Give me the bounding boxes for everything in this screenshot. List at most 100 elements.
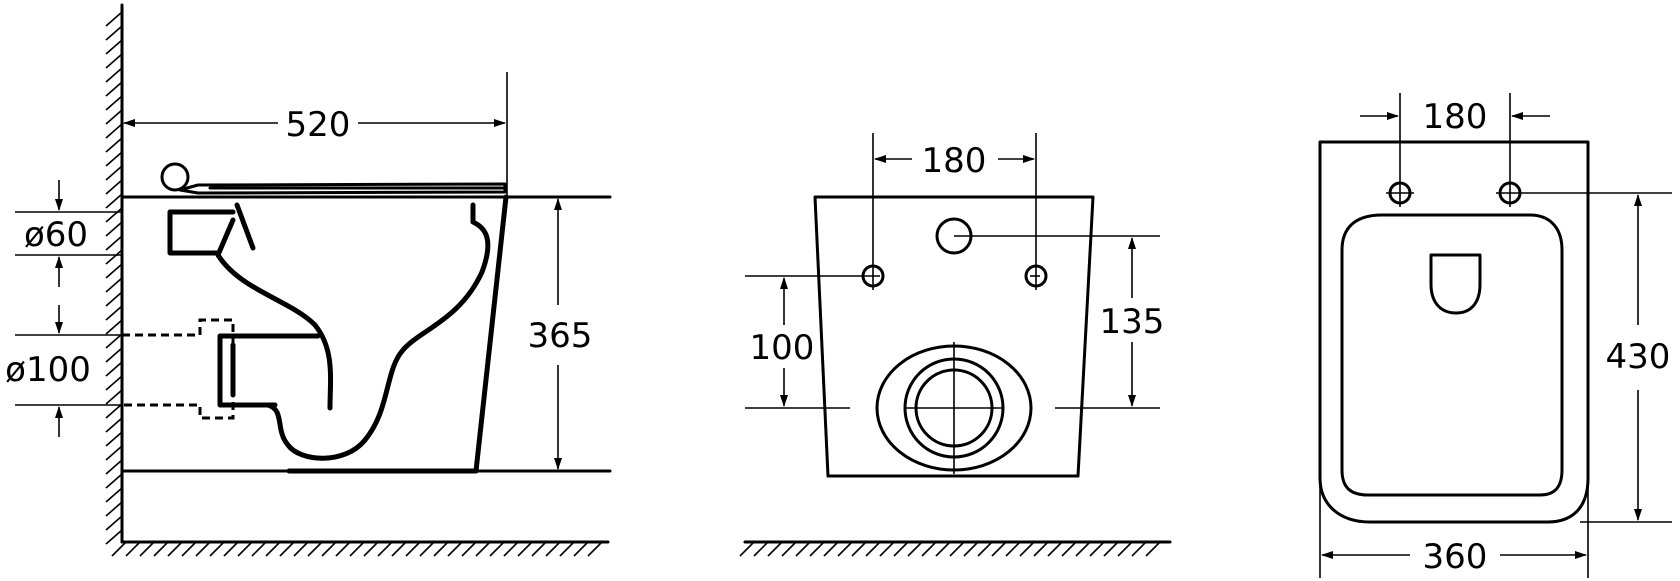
hatch-line [105,165,123,181]
hatch-line [105,249,123,265]
top-hole-spacing-label: 180 [1423,97,1488,137]
top-view: 180 430 360 [1318,93,1672,578]
hatch-line [105,277,123,293]
hatch-line [251,541,267,557]
hatch-line [105,529,123,545]
hatch-line [105,417,123,433]
inlet-connector [167,209,236,256]
hatch-line [105,445,123,461]
hatch-line [977,541,993,557]
hatch-line [105,473,123,489]
hatch-line [893,541,909,557]
side-view: 520 365 ø60 ø100 [5,3,612,557]
hatch-line [105,151,123,167]
bowl-rim [234,202,256,251]
hatch-line [237,541,253,557]
hatch-line [105,263,123,279]
hatch-line [105,291,123,307]
rear-body [813,195,1095,478]
hatch-line [105,53,123,69]
hatch-line [139,541,155,557]
hatch-line [105,487,123,503]
hatch-line [195,541,211,557]
hatch-line [105,137,123,153]
hatch-line [265,541,281,557]
hatch-line [153,541,169,557]
bowl-inner [215,202,491,461]
hatch-line [105,235,123,251]
side-outlet-label: ø100 [5,350,91,390]
hatch-line [935,541,951,557]
hatch-line [105,81,123,97]
hatch-line [851,541,867,557]
floor-hatching-rear [739,541,1161,557]
hatch-line [105,515,123,531]
hatch-line [767,541,783,557]
hatch-line [167,541,183,557]
hatch-line [209,541,225,557]
hatch-line [223,541,239,557]
hatch-line [105,193,123,209]
hatch-line [991,541,1007,557]
hatch-line [105,207,123,223]
top-hole-left [1386,93,1414,207]
hatch-line [865,541,881,557]
hatch-line [377,541,393,557]
hatch-line [1005,541,1021,557]
hatch-line [907,541,923,557]
hatch-line [531,541,547,557]
rear-left-height-label: 100 [750,328,815,368]
hatch-line [1145,541,1161,557]
hatch-line [125,541,141,557]
hatch-line [105,305,123,321]
bowl-body [286,194,509,474]
hatch-line [349,541,365,557]
top-length-label: 430 [1606,337,1671,377]
side-height-label: 365 [528,316,593,356]
hatch-line [105,109,123,125]
wall-hatching [105,11,123,545]
hatch-line [1061,541,1077,557]
hatch-line [1075,541,1091,557]
hatch-line [921,541,937,557]
hatch-line [105,347,123,363]
top-width-label: 360 [1423,537,1488,577]
hatch-line [105,501,123,517]
hatch-line [293,541,309,557]
side-width-label: 520 [286,105,351,145]
hatch-line [879,541,895,557]
hatch-line [1103,541,1119,557]
hatch-line [489,541,505,557]
hatch-line [419,541,435,557]
outlet-connector [217,333,321,408]
hatch-line [105,459,123,475]
hatch-line [1089,541,1105,557]
hatch-line [559,541,575,557]
hatch-line [795,541,811,557]
hatch-line [405,541,421,557]
hatch-line [1033,541,1049,557]
hatch-line [105,39,123,55]
hatch-line [279,541,295,557]
hatch-line [753,541,769,557]
hatch-line [963,541,979,557]
hatch-line [1117,541,1133,557]
hatch-line [105,67,123,83]
hatch-line [837,541,853,557]
hatch-line [105,319,123,335]
top-hole-right [1496,93,1672,207]
hatch-line [105,95,123,111]
hatch-line [105,403,123,419]
hatch-line [573,541,589,557]
hatch-line [517,541,533,557]
hinge-icon [160,162,190,192]
hatch-line [181,541,197,557]
hatch-line [105,361,123,377]
hatch-line [321,541,337,557]
hatch-line [433,541,449,557]
hatch-line [105,11,123,27]
side-inlet-label: ø60 [24,215,88,255]
hatch-line [105,375,123,391]
hatch-line [105,221,123,237]
